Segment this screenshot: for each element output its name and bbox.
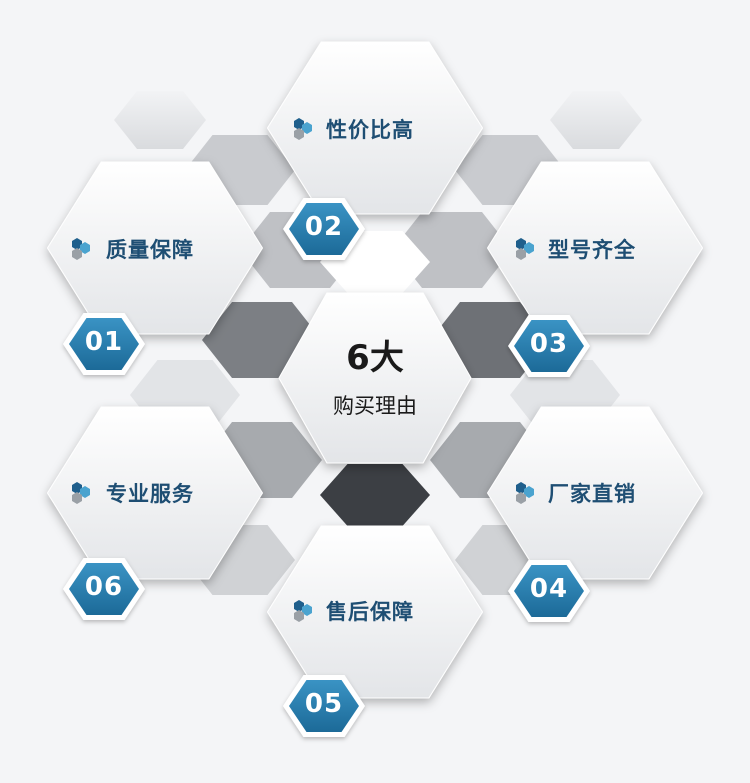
- center-title: 6大: [346, 338, 404, 378]
- badge-number-01: 01: [84, 327, 124, 357]
- badge-number-05: 05: [304, 689, 344, 719]
- hex-item-04: 厂家直销: [512, 478, 636, 508]
- badge-hexagon: [514, 565, 584, 617]
- hex-cluster-icon: [294, 118, 312, 140]
- hex-label-text: 厂家直销: [548, 482, 636, 506]
- badge-number-03: 03: [529, 329, 569, 359]
- badge-number-04: 04: [529, 574, 569, 604]
- hex-item-05: 售后保障: [290, 596, 414, 626]
- badge-number-02: 02: [304, 212, 344, 242]
- hex-label-text: 质量保障: [106, 238, 194, 262]
- decor-hexagon: [550, 91, 642, 149]
- hex-cluster-icon: [516, 482, 534, 504]
- decor-hexagon: [114, 91, 206, 149]
- hex-cluster-icon: [294, 600, 312, 622]
- badge-hexagon: [69, 563, 139, 615]
- hex-item-06: 专业服务: [68, 478, 194, 508]
- decor-hexagon: [320, 464, 430, 526]
- hex-item-02: 性价比高: [290, 114, 414, 144]
- badge-hexagon: [69, 318, 139, 370]
- hex-label-text: 专业服务: [106, 482, 194, 506]
- badge-number-06: 06: [84, 572, 124, 602]
- hex-item-01: 质量保障: [68, 234, 194, 264]
- hex-label-text: 型号齐全: [548, 238, 636, 262]
- hex-label-text: 售后保障: [326, 600, 414, 624]
- center-subtitle: 购买理由: [333, 394, 417, 418]
- badge-hexagon: [289, 203, 359, 255]
- badge-hexagon: [514, 320, 584, 372]
- hex-item-03: 型号齐全: [512, 234, 636, 264]
- badge-hexagon: [289, 680, 359, 732]
- hex-cluster-icon: [72, 482, 90, 504]
- hex-cluster-icon: [516, 238, 534, 260]
- main-hexagon: [278, 292, 472, 464]
- hex-label-text: 性价比高: [326, 118, 414, 142]
- hex-cluster-icon: [72, 238, 90, 260]
